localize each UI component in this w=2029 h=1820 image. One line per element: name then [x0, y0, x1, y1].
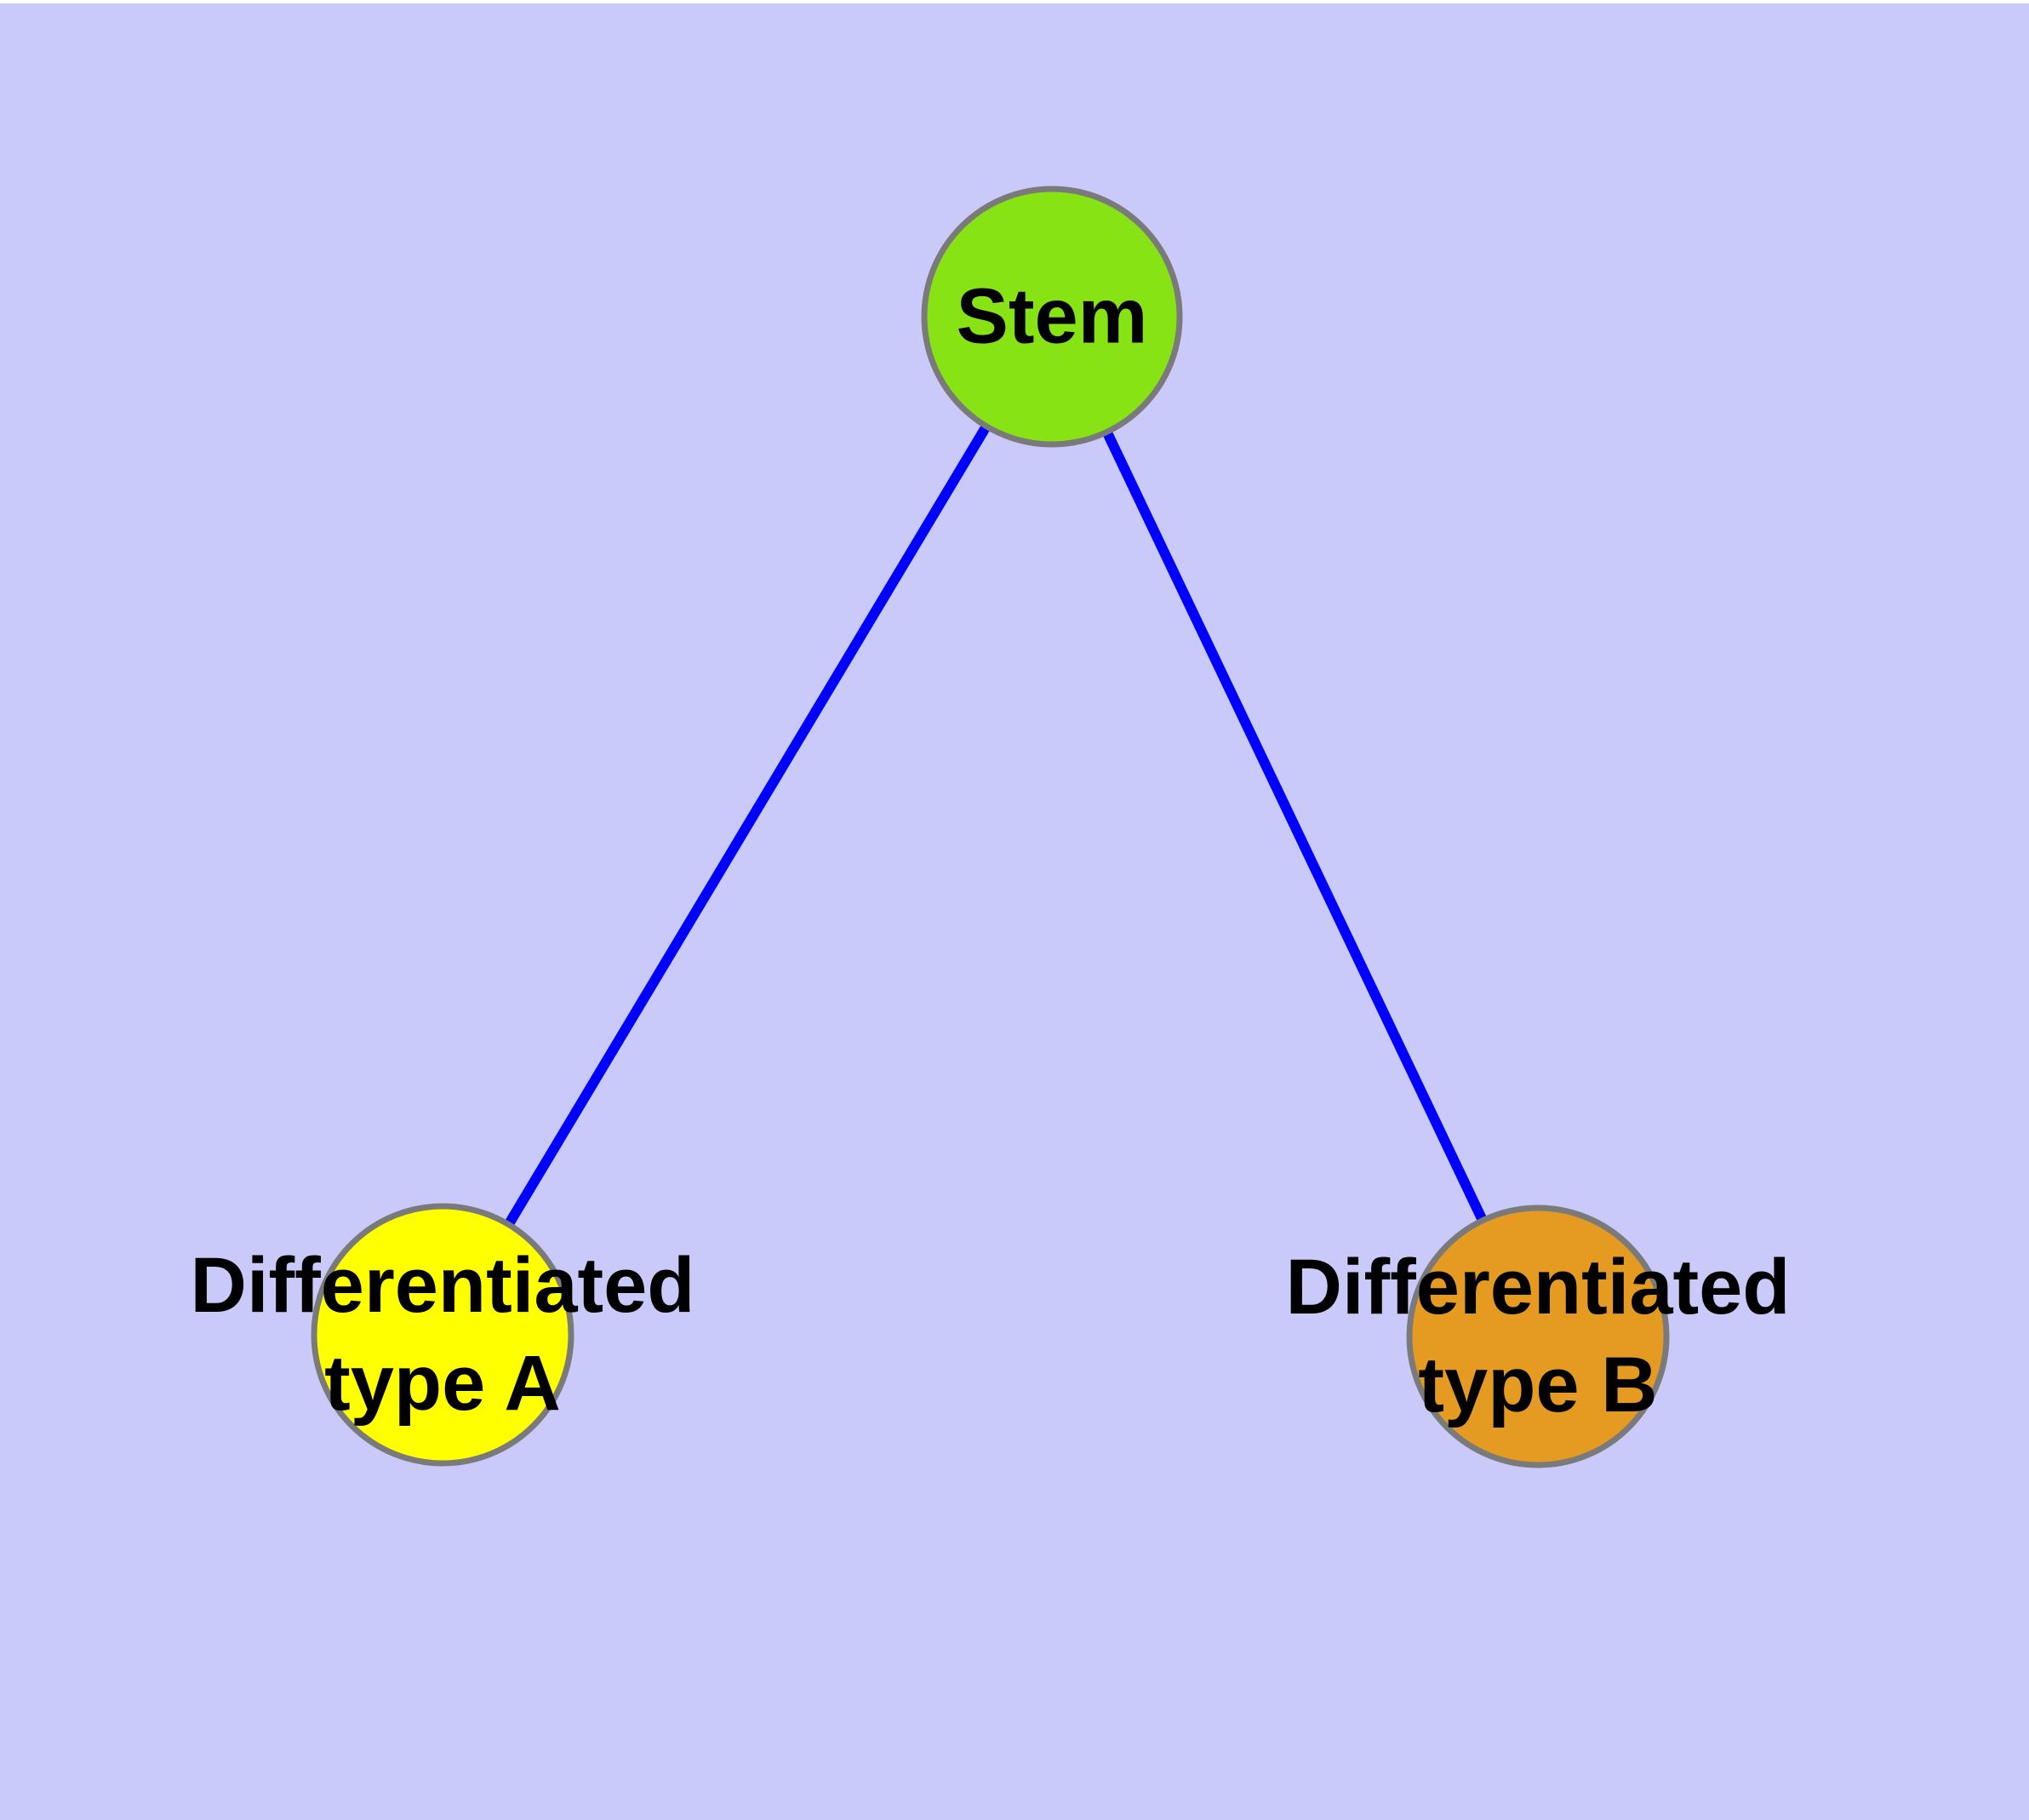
node-typeA-label: Differentiated type A: [190, 1242, 695, 1427]
graph-svg: [0, 3, 2029, 1820]
node-stem-circle: [921, 186, 1183, 448]
diagram-canvas: Stem Differentiated type A Differentiate…: [0, 3, 2029, 1820]
node-typeA-circle: [311, 1203, 574, 1467]
edge-stem-to-typeB: [1047, 314, 1543, 1339]
edge-stem-to-typeA: [437, 313, 1057, 1338]
node-typeB-label: Differentiated type B: [1285, 1244, 1791, 1428]
node-typeB-circle: [1406, 1205, 1670, 1468]
node-stem-label: Stem: [956, 272, 1148, 360]
